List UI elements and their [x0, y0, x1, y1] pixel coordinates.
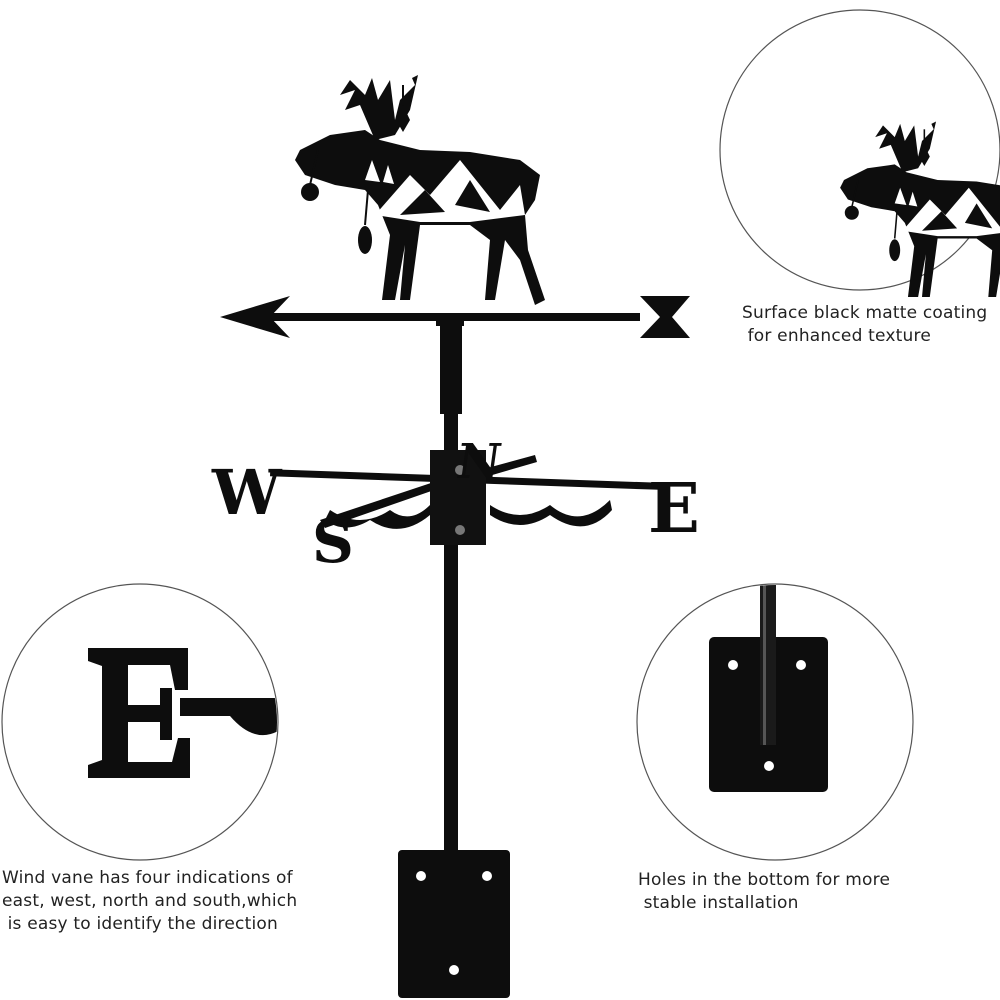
detail-circle-coating — [719, 9, 1000, 302]
coating-caption: Surface black matte coating for enhanced… — [742, 302, 987, 348]
west-letter: W — [211, 456, 283, 529]
detail-circle-east-letter — [1, 583, 279, 861]
caption-line: is easy to identify the direction — [2, 914, 278, 934]
main-weathervane: W E N S — [211, 74, 700, 998]
caption-line: for enhanced texture — [742, 326, 931, 346]
caption-line: Wind vane has four indications of — [2, 868, 293, 888]
holes-caption: Holes in the bottom for more stable inst… — [638, 869, 890, 915]
east-letter: E — [648, 469, 700, 549]
caption-line: east, west, north and south,which — [2, 891, 298, 911]
south-letter: S — [312, 508, 354, 576]
detail-circle-base-plate — [636, 583, 914, 861]
caption-line: Surface black matte coating — [742, 303, 988, 323]
directions-caption: Wind vane has four indications of east, … — [2, 867, 297, 936]
caption-line: stable installation — [638, 893, 799, 913]
caption-line: Holes in the bottom for more — [638, 870, 891, 890]
north-letter: N — [453, 434, 505, 490]
